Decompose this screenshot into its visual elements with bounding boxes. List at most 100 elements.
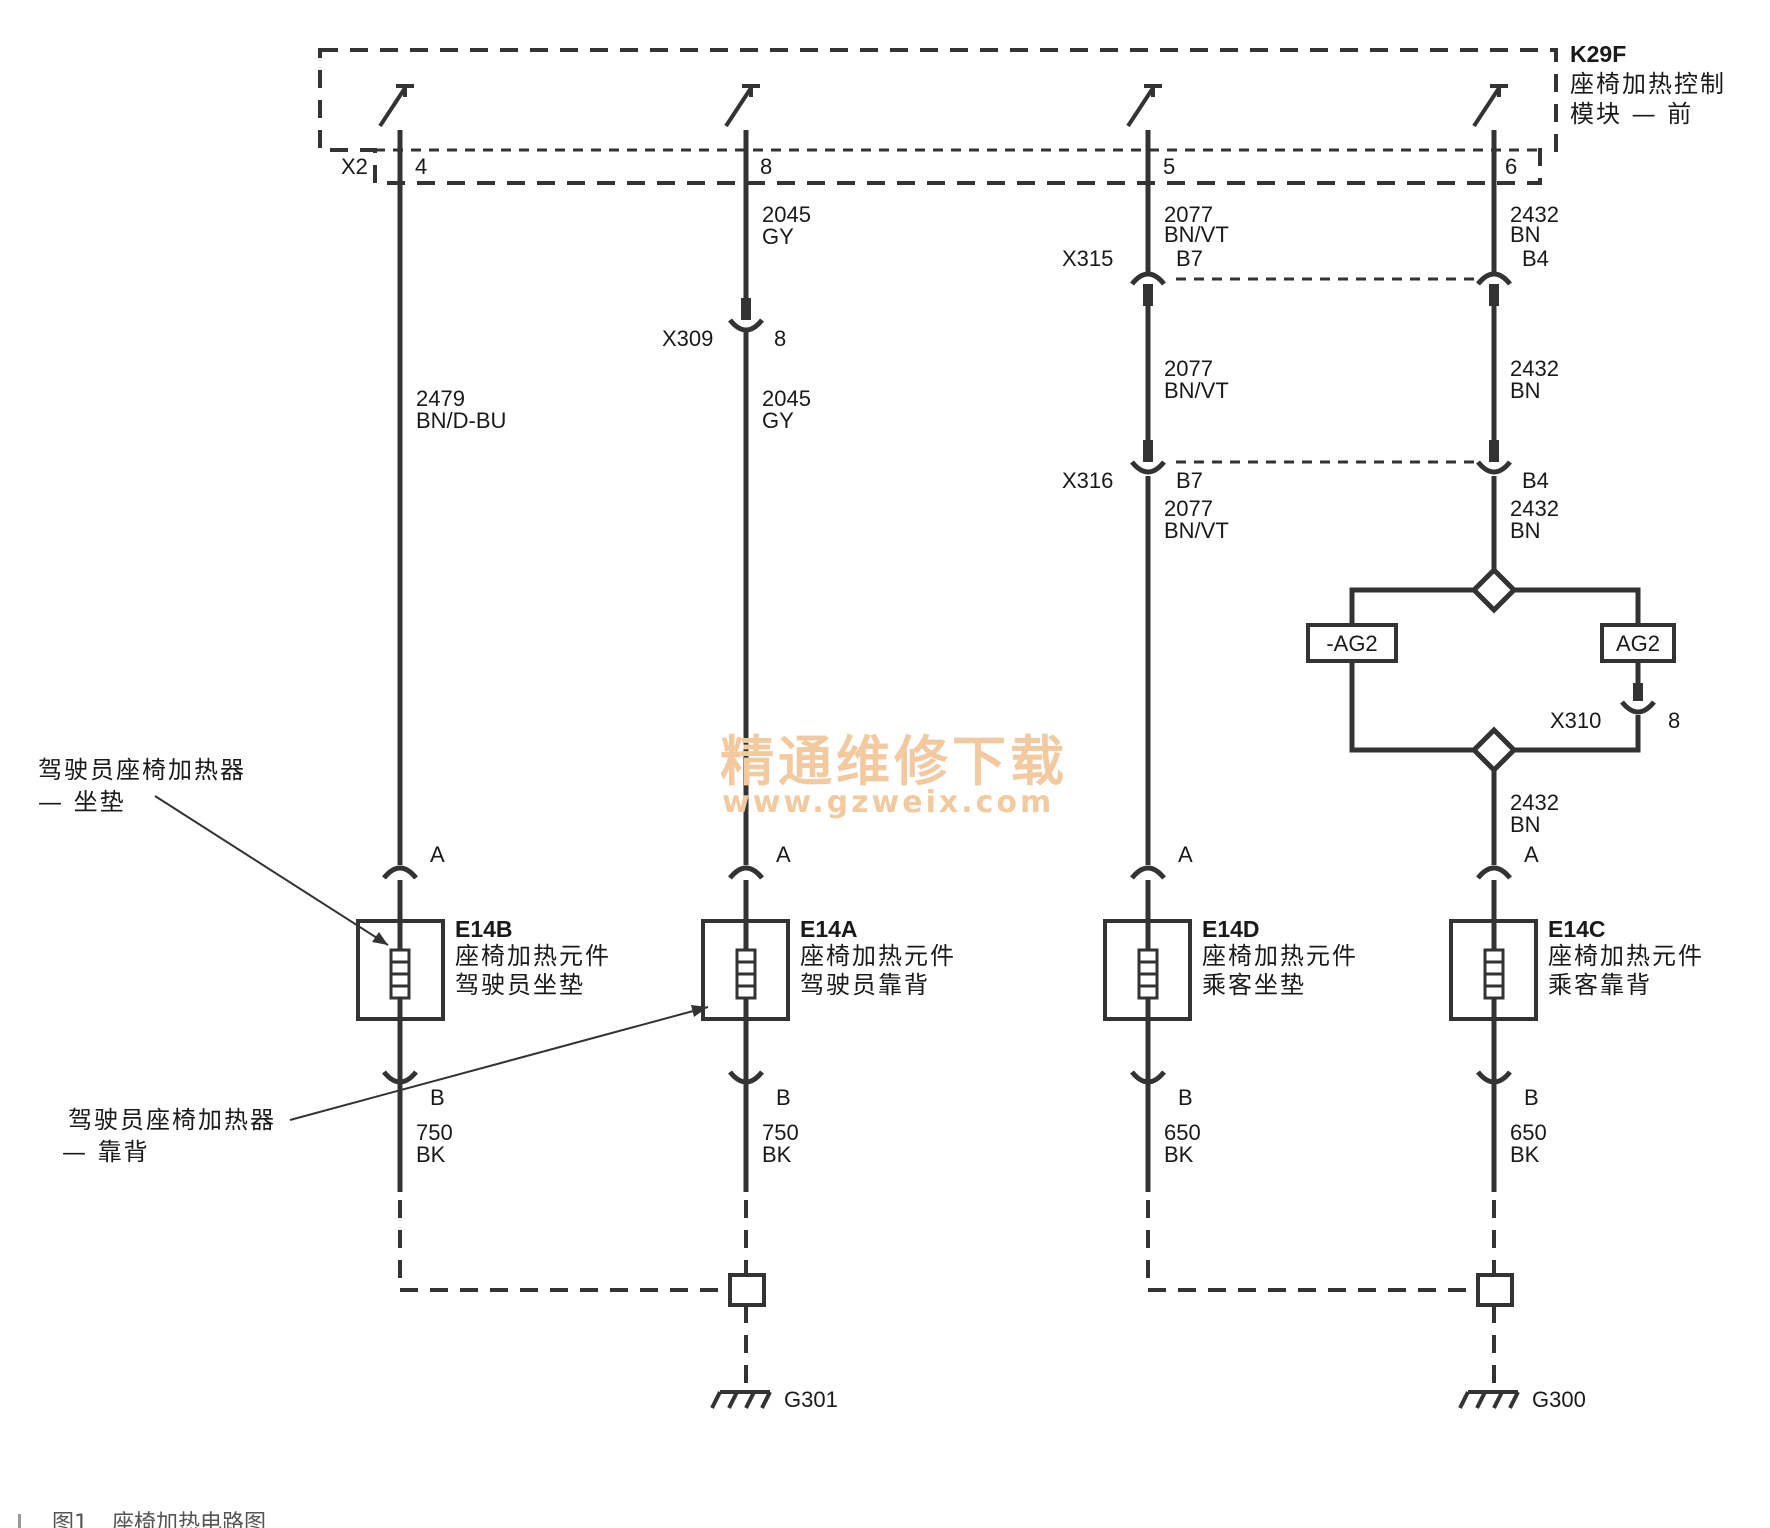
wire-number: 2045 xyxy=(762,386,811,411)
wire-color: GY xyxy=(762,408,794,433)
connector-x316-pin: B7 xyxy=(1176,468,1203,493)
pin-b-label: B xyxy=(776,1085,791,1110)
connector-x315-pin: B7 xyxy=(1176,246,1203,271)
heater-id: E14B xyxy=(455,916,513,942)
module-name-line1: 座椅加热控制 xyxy=(1570,70,1726,98)
caption-title: 座椅加热电路图 xyxy=(112,1511,266,1528)
connector-x315: X315 xyxy=(1062,246,1113,271)
wire-number: 2045 xyxy=(762,202,811,227)
ground-label-g301: G301 xyxy=(784,1387,838,1412)
watermark-cn: 精通维修下载 xyxy=(720,730,1068,793)
wire-color: BN/VT xyxy=(1164,378,1229,403)
wire-color: BK xyxy=(416,1142,446,1167)
watermark: 精通维修下载 www.gzweix.com xyxy=(720,730,1068,820)
wire-color: BN xyxy=(1510,812,1541,837)
circuit-passenger-back: 2432 BN B4 2432 BN B4 2432 BN -AG2 AG2 X… xyxy=(1306,130,1704,1412)
pin-label-5: 5 xyxy=(1163,154,1175,179)
switch-symbol xyxy=(378,84,414,128)
switch-symbol xyxy=(1472,84,1508,128)
wire-number: 2077 xyxy=(1164,496,1213,521)
heater-desc-line1: 座椅加热元件 xyxy=(1548,942,1704,970)
wire-number: 2432 xyxy=(1510,496,1559,521)
wire-color: BK xyxy=(1164,1142,1194,1167)
wire-number: 2432 xyxy=(1510,356,1559,381)
wire-color: BN xyxy=(1510,378,1541,403)
wire-color: GY xyxy=(762,224,794,249)
connector-x310-pin: 8 xyxy=(1668,708,1680,733)
pin-b-label: B xyxy=(1178,1085,1193,1110)
wire-number: 2432 xyxy=(1510,790,1559,815)
arrow-head xyxy=(691,1005,708,1017)
option-neg-ag2: -AG2 xyxy=(1326,631,1377,656)
wire-color: BN/D-BU xyxy=(416,408,506,433)
pin-a-label: A xyxy=(1178,842,1193,867)
callout-back-line1: 驾驶员座椅加热器 xyxy=(68,1106,276,1134)
heater-desc-line1: 座椅加热元件 xyxy=(800,942,956,970)
wire-color: BN xyxy=(1510,518,1541,543)
pin-a-label: A xyxy=(1524,842,1539,867)
callout-cushion-line2: — 坐垫 xyxy=(38,788,126,816)
callout-cushion-line1: 驾驶员座椅加热器 xyxy=(38,756,246,784)
heater-id: E14D xyxy=(1202,916,1260,942)
module-id: K29F xyxy=(1570,41,1626,67)
splice-box-g300 xyxy=(1476,1273,1514,1307)
circuit-driver-back: 2045 GY X309 8 2045 GY A E14A 座椅加热元件 驾驶员… xyxy=(662,130,956,1412)
ground-label-g300: G300 xyxy=(1532,1387,1586,1412)
splice-diamond-top xyxy=(1470,566,1518,614)
switch-symbol xyxy=(724,84,760,128)
wire-color: BK xyxy=(762,1142,792,1167)
wire-number: 2077 xyxy=(1164,356,1213,381)
callout-driver-back: 驾驶员座椅加热器 — 靠背 xyxy=(62,1005,709,1166)
heater-desc-line2: 驾驶员坐垫 xyxy=(455,971,585,999)
switch-symbol xyxy=(1126,84,1162,128)
heater-desc-line2: 乘客坐垫 xyxy=(1202,971,1306,999)
heater-desc-line2: 驾驶员靠背 xyxy=(800,971,930,999)
pin-a-label: A xyxy=(776,842,791,867)
heater-desc-line1: 座椅加热元件 xyxy=(1202,942,1358,970)
callout-driver-cushion: 驾驶员座椅加热器 — 坐垫 xyxy=(38,756,389,946)
wire-color: BN/VT xyxy=(1164,222,1229,247)
figure-caption: 图1 座椅加热电路图 xyxy=(18,1511,266,1528)
pin-label-6: 6 xyxy=(1505,154,1517,179)
pin-label-4: 4 xyxy=(415,154,427,179)
heater-desc-line2: 乘客靠背 xyxy=(1548,971,1652,999)
connector-x309: X309 xyxy=(662,326,713,351)
heater-id: E14A xyxy=(800,916,858,942)
option-ag2: AG2 xyxy=(1616,631,1660,656)
pin-a-label: A xyxy=(430,842,445,867)
pin-label-8: 8 xyxy=(760,154,772,179)
ground-icon xyxy=(1458,1390,1520,1409)
caption-fig-number: 图1 xyxy=(52,1511,88,1528)
module-switches xyxy=(378,84,1508,128)
circuit-driver-cushion: 2479 BN/D-BU A E14B 座椅加热元件 驾驶员坐垫 B 750 B… xyxy=(356,130,730,1292)
wire-number: 650 xyxy=(1510,1120,1547,1145)
pin-b-label: B xyxy=(430,1085,445,1110)
callout-back-line2: — 靠背 xyxy=(62,1138,150,1166)
pin-b-label: B xyxy=(1524,1085,1539,1110)
wire-color: BN xyxy=(1510,222,1541,247)
wire-number: 2077 xyxy=(1164,202,1213,227)
wire-number: 650 xyxy=(1164,1120,1201,1145)
ground-icon xyxy=(710,1390,772,1409)
control-module-k29f: K29F 座椅加热控制 模块 — 前 X2 4 8 5 6 xyxy=(318,41,1726,185)
module-connector-x2: X2 xyxy=(341,154,368,179)
splice-diamond-bottom xyxy=(1470,726,1518,774)
heater-id: E14C xyxy=(1548,916,1606,942)
wire-color: BK xyxy=(1510,1142,1540,1167)
connector-x316: X316 xyxy=(1062,468,1113,493)
wire-number: 2432 xyxy=(1510,202,1559,227)
connector-x310: X310 xyxy=(1550,708,1601,733)
wire-color: BN/VT xyxy=(1164,518,1229,543)
wire-number: 750 xyxy=(416,1120,453,1145)
wire-number: 2479 xyxy=(416,386,465,411)
arrow-head xyxy=(372,932,388,945)
heater-desc-line1: 座椅加热元件 xyxy=(455,942,611,970)
circuit-passenger-cushion: 2077 BN/VT X315 B7 2077 BN/VT X316 B7 20… xyxy=(1062,130,1478,1292)
connector-x315-pin-b4: B4 xyxy=(1522,246,1549,271)
splice-box-g301 xyxy=(728,1273,766,1307)
connector-x309-pin: 8 xyxy=(774,326,786,351)
module-name-line2: 模块 — 前 xyxy=(1570,100,1693,128)
wire-number: 750 xyxy=(762,1120,799,1145)
watermark-url: www.gzweix.com xyxy=(722,785,1054,820)
